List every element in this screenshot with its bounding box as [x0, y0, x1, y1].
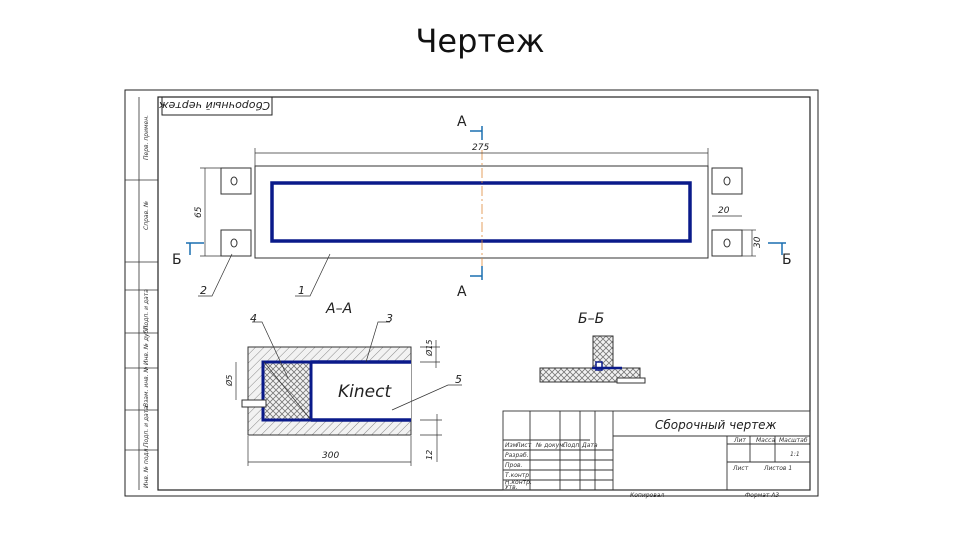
cut-label-b-right: Б	[782, 252, 792, 268]
tb-sheet: Лист	[732, 465, 749, 472]
cut-mark-b-left	[186, 242, 204, 255]
leader-5: 5	[455, 373, 462, 386]
dim-section-height: Ø5	[224, 375, 234, 387]
leader-2: 2	[200, 284, 207, 297]
strip-label-3: Подп. и дата	[143, 289, 150, 330]
dim-overall-length: 275	[472, 143, 489, 153]
strip-label-1: Перв. примен.	[143, 115, 150, 160]
tb-row-list: Лист	[515, 442, 532, 449]
strip-label-5: Взам. инв. №	[143, 366, 150, 407]
lug-hole	[723, 176, 731, 186]
leader-line-1	[295, 253, 331, 297]
tb-row-nkontr: Н.контр.	[505, 479, 532, 486]
cut-label-b-left: Б	[172, 252, 182, 268]
tb-row-doc: № докум.	[535, 442, 566, 449]
section-aa-view	[241, 346, 412, 436]
slide-title: Чертеж	[415, 22, 545, 60]
strip-label-2: Справ. №	[143, 201, 150, 230]
section-bb-plate	[539, 367, 641, 383]
tb-format: Формат А3	[745, 492, 779, 499]
leader-line-3	[365, 321, 390, 363]
cut-mark-b-right	[768, 242, 786, 255]
cut-label-a-bottom: А	[457, 284, 467, 300]
leader-1: 1	[298, 284, 305, 297]
tb-row-izm: Изм	[505, 442, 518, 449]
tb-row-date: Дата	[581, 442, 598, 449]
title-block-title: Сборочный чертеж	[655, 418, 777, 432]
tb-row-utv: Утв.	[505, 484, 518, 491]
front-view	[220, 150, 743, 278]
lug-bottom-right	[711, 229, 743, 257]
dim-section-wall: Ø15	[424, 340, 434, 357]
tb-col-scale: Масштаб	[779, 437, 808, 444]
tb-scale: 1:1	[790, 451, 800, 458]
dim-height-left: 65	[194, 206, 204, 218]
leader-line-2	[198, 253, 233, 297]
section-aa-cavity	[311, 362, 411, 420]
cut-mark-a-bottom	[470, 266, 483, 280]
lug-bottom-left	[220, 229, 252, 257]
section-bb-view	[539, 335, 646, 384]
tb-col-mass: Масса	[756, 437, 775, 444]
left-margin-strip	[125, 97, 158, 490]
top-stamp-box	[161, 96, 273, 116]
lug-hole	[230, 176, 238, 186]
dim-section-length: 300	[322, 451, 339, 461]
strip-label-7: Инв. № подл.	[143, 447, 150, 488]
tb-col-lit: Лит	[733, 437, 746, 444]
top-stamp-text: Сборочный чертеж	[159, 99, 270, 112]
tb-copied: Копировал	[630, 492, 664, 499]
leader-4: 4	[250, 312, 257, 325]
enclosure-inner	[270, 181, 692, 243]
lug-hole	[723, 238, 731, 248]
lug-top-right	[711, 167, 743, 195]
leader-line-4	[252, 321, 289, 379]
title-block	[502, 410, 811, 491]
tb-row-sign: Подп.	[563, 442, 581, 449]
cut-mark-a-top	[470, 126, 483, 140]
section-aa-title: А–А	[325, 301, 352, 317]
tb-row-prov: Пров.	[505, 462, 523, 469]
dimension-lines	[200, 148, 756, 257]
lug-top-left	[220, 167, 252, 195]
cut-label-a-top: А	[457, 114, 467, 130]
tb-row-razrab: Разраб.	[505, 452, 529, 459]
tb-row-tkontr: Т.контр.	[505, 472, 531, 479]
lug-hole	[230, 238, 238, 248]
section-aa-pin	[241, 399, 267, 408]
leader-3: 3	[386, 312, 393, 325]
section-bb-title: Б–Б	[578, 311, 604, 327]
enclosure-body	[254, 165, 709, 259]
sheet-inner-frame	[157, 96, 811, 491]
dim-section-gap: 12	[425, 450, 434, 460]
strip-label-4: Инв. № дубл.	[143, 324, 150, 365]
leader-line-5	[391, 384, 462, 411]
sheet-outer-frame	[124, 89, 819, 497]
strip-label-6: Подп. и дата	[143, 406, 150, 447]
dim-lug-width: 20	[718, 206, 730, 216]
dim-lug-height: 30	[753, 236, 763, 248]
tb-sheets: Листов 1	[763, 465, 792, 472]
device-label: Kinect	[338, 382, 392, 402]
